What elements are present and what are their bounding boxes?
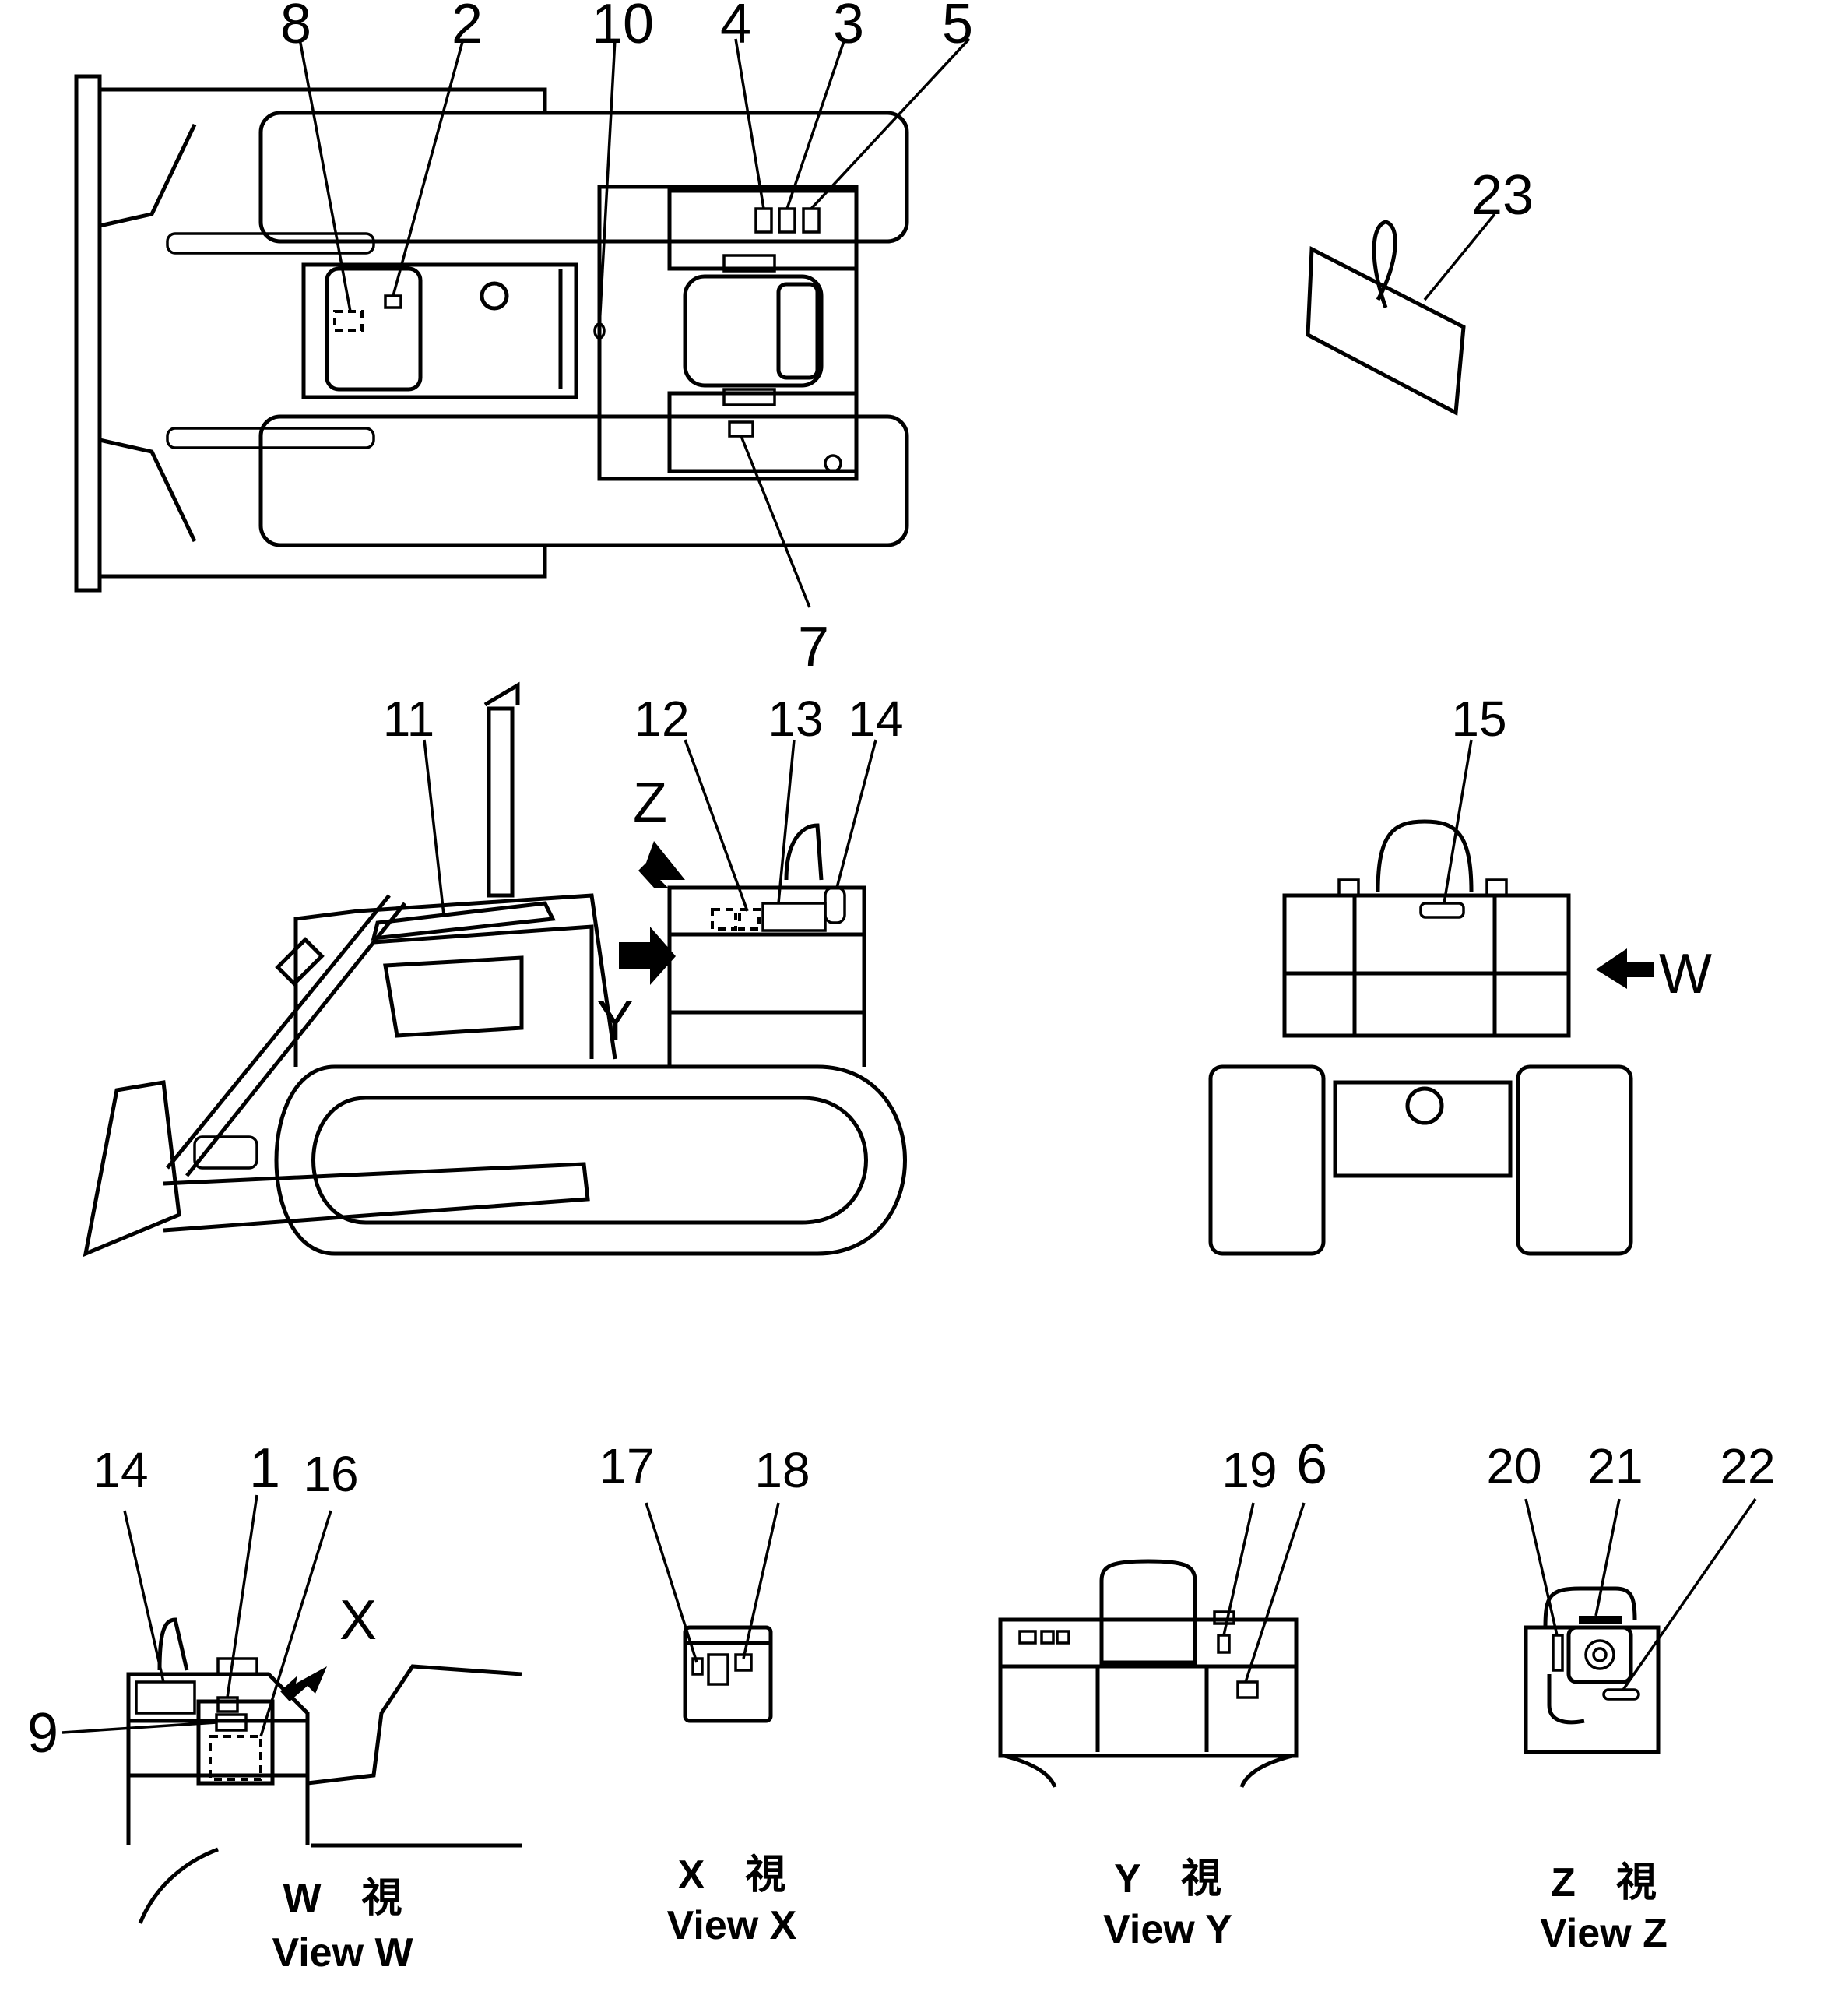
callout-2: 2 (452, 0, 483, 55)
callout-3: 3 (833, 0, 864, 55)
view-marker-z: Z (633, 772, 667, 834)
caption-view-y-en: View Y (1103, 1907, 1232, 1952)
callout-18: 18 (754, 1442, 810, 1498)
callout-6: 6 (1296, 1434, 1327, 1496)
callout-20: 20 (1486, 1438, 1541, 1494)
callout-14-side: 14 (848, 691, 903, 747)
decal-23-tag-drawing (1306, 220, 1466, 416)
callout-15: 15 (1451, 691, 1506, 747)
top-view-drawing (74, 74, 909, 593)
callout-14-view-w: 14 (93, 1442, 148, 1498)
callout-5: 5 (942, 0, 973, 55)
callout-7: 7 (798, 616, 829, 678)
callout-labels: 8 2 10 4 3 5 7 23 11 12 13 14 15 14 1 16… (27, 0, 1776, 1764)
caption-view-x-en: View X (667, 1903, 797, 1948)
callout-23: 23 (1471, 164, 1534, 227)
callout-21: 21 (1587, 1438, 1643, 1494)
side-view-drawing (83, 681, 907, 1258)
callout-19: 19 (1221, 1442, 1277, 1498)
rear-view-drawing (1208, 819, 1654, 1256)
view-captions: W 視 View W X 視 View X Y 視 View Y Z 視 Vie… (272, 1852, 1667, 1976)
callout-9: 9 (27, 1702, 58, 1764)
callout-11: 11 (383, 691, 434, 747)
caption-view-z-en: View Z (1540, 1911, 1668, 1956)
view-y-drawing (998, 1559, 1299, 1788)
caption-view-z-jp: Z 視 (1551, 1860, 1657, 1905)
caption-view-x-jp: X 視 (678, 1852, 786, 1898)
caption-view-w-en: View W (272, 1930, 413, 1976)
caption-view-y-jp: Y 視 (1114, 1856, 1221, 1902)
view-x-drawing (683, 1625, 773, 1723)
leader-lines (62, 37, 1757, 1737)
callout-22: 22 (1720, 1438, 1775, 1494)
view-marker-y: Y (596, 990, 634, 1052)
callout-16: 16 (303, 1446, 358, 1502)
view-z-drawing (1524, 1586, 1661, 1754)
callout-1: 1 (249, 1437, 280, 1500)
view-markers: Z Y W X (339, 772, 1712, 1652)
callout-8: 8 (280, 0, 311, 55)
view-marker-x: X (339, 1589, 377, 1652)
view-marker-w: W (1659, 943, 1712, 1005)
callout-12: 12 (634, 691, 689, 747)
callout-10: 10 (592, 0, 654, 55)
view-w-drawing (126, 1617, 522, 1924)
caption-view-w-jp: W 視 (283, 1876, 402, 1921)
callout-13: 13 (768, 691, 823, 747)
callout-4: 4 (720, 0, 751, 55)
callout-17: 17 (599, 1438, 654, 1494)
